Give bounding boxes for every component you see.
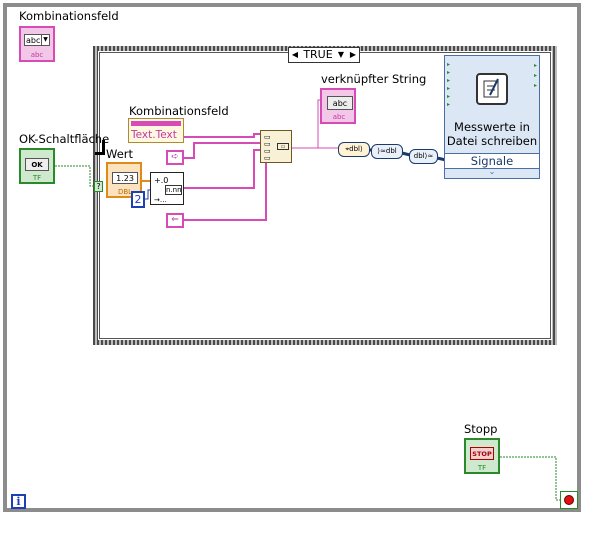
- stop-button-terminal[interactable]: STOP TF: [464, 438, 500, 474]
- boolean-wire-stop[interactable]: [500, 456, 562, 501]
- string-wire-property[interactable]: [183, 133, 260, 138]
- express-signal-input[interactable]: Signale: [445, 153, 539, 169]
- string-to-number-node[interactable]: ⌖dbl⟩: [338, 142, 370, 157]
- text-cursor-mark-base: [95, 152, 105, 155]
- string-wire-const1[interactable]: [184, 142, 260, 159]
- combo-text: abc: [26, 36, 41, 45]
- dynamic-wire-2[interactable]: [401, 151, 411, 157]
- integer-wire-precision[interactable]: [145, 189, 150, 200]
- string-constant-1[interactable]: ➪: [166, 150, 184, 165]
- case-dropdown-icon[interactable]: ▼: [337, 50, 345, 59]
- property-node[interactable]: Text.Text: [128, 118, 184, 143]
- concat-output-icon: ▭: [277, 143, 289, 150]
- ok-type-label: TF: [32, 174, 42, 182]
- combo-text-box: abc▼: [24, 34, 50, 46]
- express-title-line1: Messwerte in: [454, 120, 530, 134]
- precision-constant[interactable]: 2: [131, 191, 145, 208]
- case-next-icon[interactable]: ▶: [349, 50, 357, 59]
- stop-if-true-icon: [564, 495, 574, 505]
- write-file-icon-glyph: [483, 78, 499, 98]
- loop-condition-terminal[interactable]: [560, 491, 578, 509]
- format-number-node[interactable]: +.0 n.nn →…: [150, 172, 184, 205]
- from-dynamic-data-node[interactable]: dbl⟩≈: [409, 149, 438, 164]
- write-file-icon: [476, 73, 508, 105]
- string-wire-joined[interactable]: [292, 99, 323, 149]
- joined-text-box: abc: [327, 96, 353, 110]
- stop-control-label: Stopp: [464, 422, 498, 436]
- value-control-label: Wert: [106, 147, 134, 161]
- expand-chevron-icon[interactable]: ⌄: [488, 167, 496, 176]
- ok-button-glyph: OK: [25, 158, 49, 171]
- combo-control-terminal[interactable]: abc▼ abc: [19, 26, 55, 62]
- combo-arrow-icon: ▼: [41, 35, 49, 45]
- express-left-terminals: ▸▸▸▸▸▸: [447, 61, 451, 108]
- property-node-header: [131, 121, 181, 126]
- value-type-label: DBL: [117, 188, 133, 196]
- property-node-label: Kombinationsfeld: [129, 104, 229, 118]
- stop-button-glyph: STOP: [470, 447, 494, 460]
- concatenate-strings-node[interactable]: ▭▭▭▭ ▭: [260, 130, 292, 163]
- ok-control-label: OK-Schaltfläche: [19, 132, 110, 146]
- joined-string-indicator[interactable]: abc abc: [320, 88, 356, 124]
- joined-type-label: abc: [332, 113, 346, 121]
- case-selector[interactable]: ◀ TRUE ▼ ▶: [288, 47, 360, 63]
- combo-type-label: abc: [30, 51, 44, 59]
- concat-inputs-icon: ▭▭▭▭: [264, 133, 271, 162]
- string-constant-2[interactable]: ⇐: [166, 213, 184, 228]
- combo-control-label: Kombinationsfeld: [19, 9, 119, 23]
- ok-button-terminal[interactable]: OK TF: [19, 148, 55, 184]
- boolean-wire-ok[interactable]: [55, 165, 96, 187]
- format-text-box: n.nn: [165, 185, 182, 195]
- case-selector-terminal[interactable]: ?: [94, 181, 103, 192]
- property-name: Text.Text: [131, 129, 177, 141]
- express-right-terminals: ▸▸▸: [534, 62, 538, 89]
- while-loop: [3, 3, 581, 512]
- joined-string-label: verknüpfter String: [321, 72, 427, 86]
- case-prev-icon[interactable]: ◀: [291, 50, 299, 59]
- to-dynamic-data-node[interactable]: ⟩≈dbl: [371, 144, 403, 159]
- express-title-line2: Datei schreiben: [446, 134, 538, 148]
- text-cursor-mark: [102, 140, 105, 154]
- format-node-icon: +.0: [154, 176, 169, 185]
- stop-type-label: TF: [477, 464, 487, 472]
- value-numeric-display: 1.23: [112, 172, 138, 184]
- loop-iteration-terminal[interactable]: i: [11, 494, 26, 509]
- string-wire-format[interactable]: [183, 149, 260, 189]
- format-node-arrow-icon: →…: [154, 196, 167, 204]
- case-selector-value: TRUE: [303, 48, 333, 61]
